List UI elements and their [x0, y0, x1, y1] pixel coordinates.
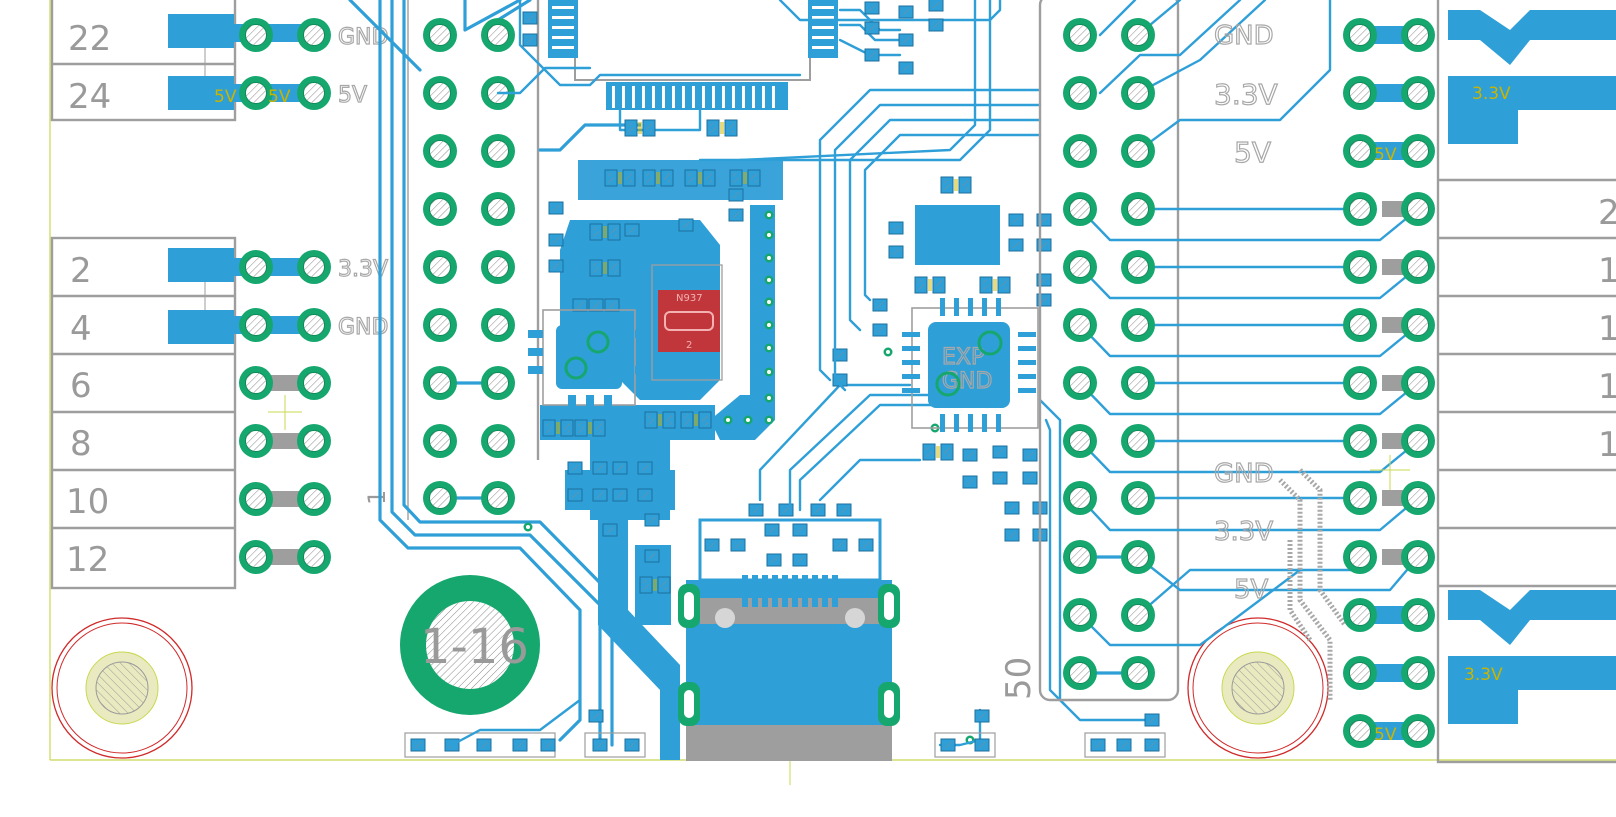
- net-label-gnd-top: GND: [1214, 21, 1274, 51]
- chip-marking-bottom: 2: [686, 340, 692, 351]
- net-label-gnd-bottom: GND: [1214, 459, 1274, 489]
- right-center-header-outline: [1038, 0, 1180, 702]
- right-center-net-labels: GND 3.3V 5V GND 3.3V 5V: [1213, 20, 1278, 605]
- ref-marker: 1: [363, 490, 391, 505]
- far-right-header-outline: [1436, 0, 1616, 764]
- pad-label-5v-b: 5V: [268, 87, 291, 107]
- pad-label-5v-bottom: 5V: [1374, 725, 1397, 745]
- drill-hole-icon: [1187, 617, 1329, 759]
- drill-hole-icon: [51, 617, 193, 759]
- pin-number-6: 6: [70, 366, 92, 406]
- right-qfn-parts: [832, 176, 1052, 542]
- mount-pad-1-16: 1-16: [400, 575, 540, 715]
- pin-number-4: 4: [70, 309, 92, 349]
- right-qfn-chip: EXP GND: [902, 298, 1039, 432]
- chip-marking-top: N937: [676, 293, 703, 304]
- top-ic-footprint: [548, 0, 838, 110]
- far-right-header-copper: [1360, 10, 1616, 740]
- pad-label-5v-a: 5V: [214, 87, 237, 107]
- left-header-pin-numbers: 22 24 2 4 6 8 10 12: [66, 19, 111, 580]
- pad-label-5v-top: 5V: [1374, 145, 1397, 165]
- net-label-5v-top: 5V: [1234, 136, 1271, 169]
- edge-digit-5: 1: [1598, 425, 1616, 465]
- net-label-5v: 5V: [338, 83, 367, 108]
- right-center-header-traces: [1078, 0, 1420, 675]
- marked-chip: N937 2: [651, 264, 723, 381]
- bottom-edge-parts: [404, 698, 1166, 758]
- far-right-edge-digits: 2 1 1 1 1: [1598, 193, 1616, 465]
- pin-number-8: 8: [70, 424, 92, 464]
- left-header-outline: [50, 0, 237, 590]
- edge-digit-4: 1: [1598, 367, 1616, 407]
- edge-digit-3: 1: [1598, 309, 1616, 349]
- qfn-label-exp: EXP: [942, 345, 984, 370]
- edge-digit-1: 2: [1598, 193, 1616, 233]
- pin-number-12: 12: [66, 540, 109, 580]
- far-right-pad-labels: 3.3V 5V 3.3V 5V: [1374, 84, 1511, 745]
- pin-number-24: 24: [68, 77, 111, 117]
- pin-number-22: 22: [68, 19, 111, 59]
- net-label-3v3-top: 3.3V: [1214, 78, 1278, 111]
- left-qfn-chip: [528, 309, 650, 410]
- pad-label-3v3-top: 3.3V: [1472, 84, 1511, 104]
- right-hatched-traces: [1278, 455, 1410, 700]
- pin-number-2: 2: [70, 251, 92, 291]
- usb-c-connector-icon: [678, 503, 900, 761]
- left-header-net-labels: GND 5V 3.3V GND 5V 5V: [214, 24, 389, 340]
- pad-label-3v3-bottom: 3.3V: [1464, 665, 1503, 685]
- net-label-3v3-bottom: 3.3V: [1214, 517, 1273, 547]
- net-label-5v-bottom: 5V: [1234, 575, 1269, 605]
- edge-digit-2: 1: [1598, 251, 1616, 291]
- right-qfn-traces: [818, 88, 1152, 747]
- mount-label: 1-16: [420, 619, 529, 675]
- top-ic-traces: [496, 0, 1002, 162]
- usb-traces: [758, 383, 962, 512]
- pin-number-10: 10: [66, 482, 109, 522]
- edge-number-50: 50: [999, 657, 1039, 700]
